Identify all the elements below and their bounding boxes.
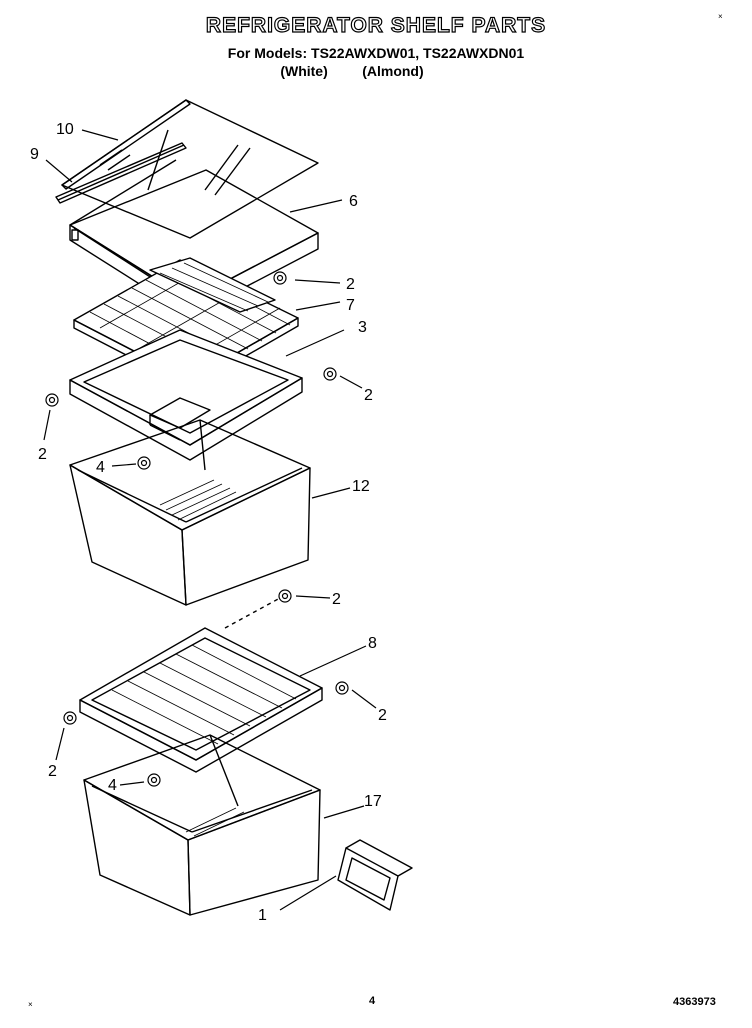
part-lower-crisper-drawer [83, 734, 321, 916]
diagram-title: REFRIGERATOR SHELF PARTS [205, 13, 547, 37]
part-wire-grille [73, 257, 299, 389]
callout-7: 7 [346, 297, 355, 314]
callout-2: 2 [364, 387, 373, 404]
callout-12: 12 [352, 478, 370, 495]
color-almond-label: (Almond) [362, 63, 424, 79]
clip-icon [335, 681, 349, 695]
clip-icon [147, 773, 161, 787]
callout-2: 2 [378, 707, 387, 724]
part-label-holder [337, 839, 413, 911]
callout-4: 4 [96, 459, 105, 476]
clip-icon [273, 271, 287, 285]
clip-icon [45, 393, 59, 407]
clip-icon [323, 367, 337, 381]
part-lower-crisper-cover [79, 597, 323, 773]
part-glass-shelf [61, 99, 319, 239]
leader-lines [43, 129, 377, 911]
fastener-clips [45, 271, 349, 787]
callout-2: 2 [48, 763, 57, 780]
model-colors: (White) (Almond) [0, 63, 752, 79]
document-number: 4363973 [673, 996, 716, 1008]
page-number: 4 [369, 995, 376, 1007]
part-crisper-cover-frame [69, 329, 303, 461]
callout-3: 3 [358, 319, 367, 336]
clip-icon [278, 589, 292, 603]
model-numbers: For Models: TS22AWXDW01, TS22AWXDN01 [227, 45, 525, 61]
callout-4: 4 [108, 777, 117, 794]
callout-2: 2 [346, 276, 355, 293]
callout-2: 2 [38, 446, 47, 463]
callout-1: 1 [258, 907, 267, 924]
part-trim-strip [55, 142, 187, 204]
corner-mark: × [28, 1000, 33, 1009]
color-white-label: (White) [280, 63, 328, 79]
callout-10: 10 [56, 121, 74, 138]
callout-8: 8 [368, 635, 377, 652]
part-upper-crisper-drawer [69, 419, 311, 606]
callout-17: 17 [364, 793, 382, 810]
callout-6: 6 [349, 193, 358, 210]
callout-2: 2 [332, 591, 341, 608]
clip-icon [63, 711, 77, 725]
clip-icon [137, 456, 151, 470]
corner-mark: × [718, 12, 723, 21]
callout-labels: 10 9 6 2 7 3 2 2 4 12 2 8 2 2 4 17 1 [30, 121, 387, 924]
callout-9: 9 [30, 146, 39, 163]
